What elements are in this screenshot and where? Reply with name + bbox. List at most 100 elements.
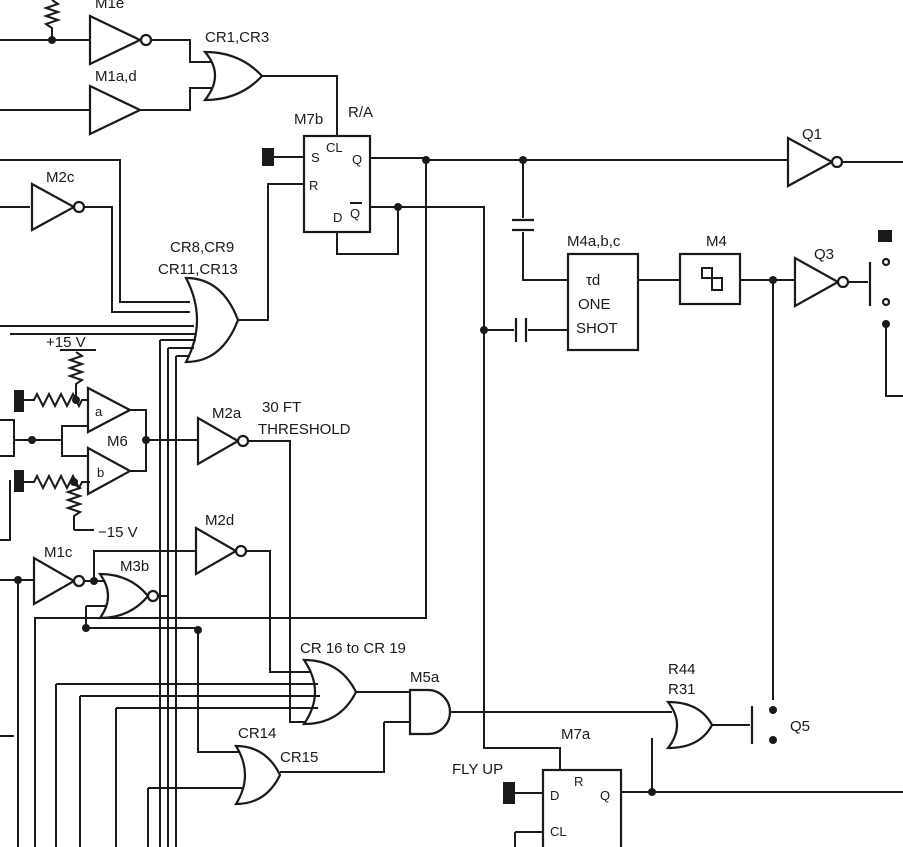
resistor	[64, 483, 84, 530]
wire	[85, 606, 200, 629]
m4abc-label: M4a,b,c	[567, 233, 621, 250]
r31-label: R31	[668, 681, 696, 698]
m7a-flip-flop	[541, 768, 623, 847]
ra-label: R/A	[348, 104, 373, 121]
wire	[522, 232, 568, 281]
ff-s-pin: S	[311, 150, 320, 165]
threshold-label: THRESHOLD	[258, 421, 351, 438]
m6-label: M6	[107, 433, 128, 450]
q3-label: Q3	[814, 246, 834, 263]
m7a-cl-pin: CL	[550, 824, 567, 839]
m7b-label: M7b	[294, 111, 323, 128]
resistor	[66, 351, 86, 400]
wire	[885, 324, 903, 397]
wire	[370, 206, 561, 770]
m7a-label: M7a	[561, 726, 591, 743]
m2a-label: M2a	[212, 405, 242, 422]
wire	[246, 550, 316, 673]
ff-qbar-pin: Q	[350, 206, 360, 221]
m1e-label: M1e	[95, 0, 124, 12]
m5a-and-gate	[408, 688, 452, 736]
m1ad-buffer	[88, 84, 143, 136]
r44-label: R44	[668, 661, 696, 678]
plus15-label: +15 V	[46, 334, 86, 351]
wire	[140, 87, 212, 111]
ground-hatch	[503, 782, 515, 804]
m1e-inverter	[88, 14, 153, 66]
shot-text: SHOT	[576, 320, 618, 337]
ground-hatch	[262, 148, 274, 166]
wire	[248, 440, 316, 723]
ff-q-pin: Q	[352, 152, 362, 167]
cr11-cr13-label: CR11,CR13	[158, 261, 238, 278]
m2d-label: M2d	[205, 512, 234, 529]
m1c-inverter	[32, 556, 86, 606]
wire	[0, 480, 11, 541]
m2c-label: M2c	[46, 169, 75, 186]
cr16-cr19-label: CR 16 to CR 19	[300, 640, 406, 657]
cr1-cr3-or-gate	[202, 50, 264, 102]
wire	[280, 722, 385, 773]
wire	[238, 183, 304, 321]
comp-a-label: a	[95, 404, 103, 419]
wire	[336, 207, 399, 255]
ff-r-pin: R	[309, 178, 318, 193]
ground-hatch	[878, 230, 892, 242]
resistor	[24, 391, 90, 409]
30ft-label: 30 FT	[262, 399, 301, 416]
comp-b-label: b	[97, 465, 104, 480]
cr14-cr15-or-gate	[234, 744, 282, 806]
m3b-nor-gate	[97, 572, 160, 620]
comparator-a	[86, 386, 133, 434]
m7a-q-pin: Q	[600, 788, 610, 803]
m2c-inverter	[30, 182, 86, 232]
capacitor	[514, 318, 528, 342]
one-text: ONE	[578, 296, 611, 313]
m2d-inverter	[194, 526, 248, 576]
wire	[0, 159, 190, 303]
wire	[370, 157, 790, 161]
wire	[197, 630, 240, 753]
m1ad-label: M1a,d	[95, 68, 137, 85]
cr14-label: CR14	[238, 725, 276, 742]
m2a-inverter	[196, 416, 250, 466]
wire	[93, 550, 196, 581]
q1-inverter	[786, 136, 844, 188]
cr16-cr19-or-gate	[301, 658, 358, 726]
m1c-label: M1c	[44, 544, 73, 561]
q5-label: Q5	[790, 718, 810, 735]
m5a-label: M5a	[410, 669, 440, 686]
capacitor	[512, 218, 534, 232]
m4-block	[678, 252, 742, 306]
one-shot-block	[566, 252, 640, 352]
resistor-top-left	[42, 0, 62, 38]
cr8-cr9-label: CR8,CR9	[170, 239, 234, 256]
ff-cl-pin: CL	[326, 140, 343, 155]
cr8-cr13-or-gate	[184, 276, 240, 364]
m7a-d-pin: D	[550, 788, 559, 803]
resistor	[24, 473, 90, 491]
m4-label: M4	[706, 233, 727, 250]
m3b-label: M3b	[120, 558, 149, 575]
td-text: τd	[586, 272, 600, 289]
m7a-r-pin: R	[574, 774, 583, 789]
r44-r31-or-gate	[665, 700, 714, 750]
flyup-label: FLY UP	[452, 761, 503, 778]
cr15-label: CR15	[280, 749, 318, 766]
ground-hatch	[14, 470, 24, 492]
q3-inverter	[793, 256, 850, 308]
ff-d-pin: D	[333, 210, 342, 225]
cr1-cr3-label: CR1,CR3	[205, 29, 269, 46]
wire	[0, 419, 15, 457]
comparator-b	[86, 446, 133, 496]
wire	[262, 75, 338, 136]
wire	[514, 831, 543, 847]
wire	[151, 39, 212, 63]
wire	[84, 206, 190, 313]
q1-label: Q1	[802, 126, 822, 143]
wire	[14, 425, 88, 441]
wire	[34, 160, 427, 847]
ground-hatch	[14, 390, 24, 412]
wire	[61, 440, 88, 457]
